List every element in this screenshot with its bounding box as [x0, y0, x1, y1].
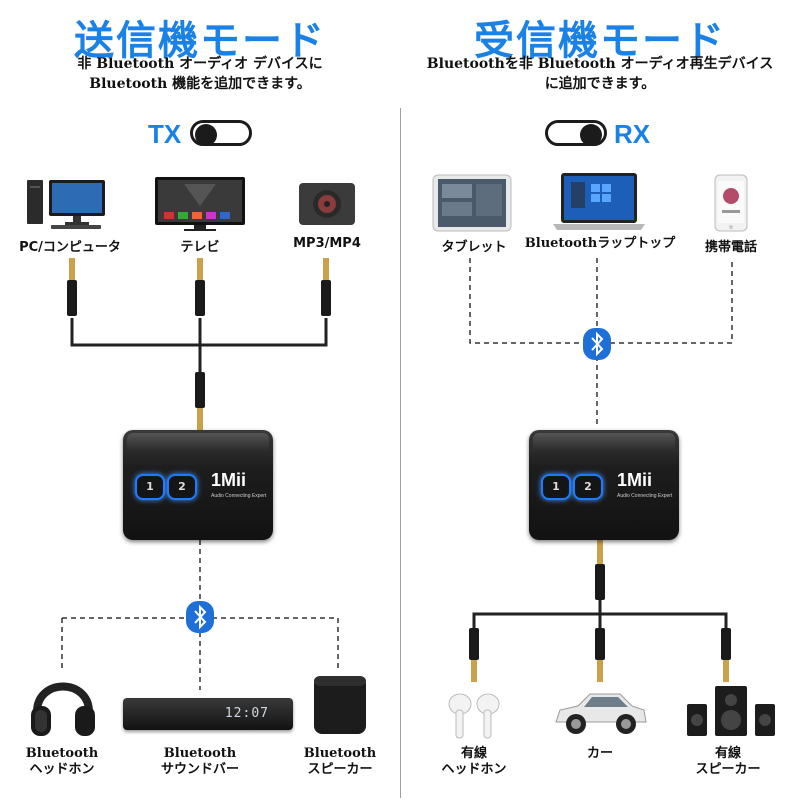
bluetooth-icon	[186, 601, 214, 633]
output-label-speaker-system: 有線 スピーカー	[668, 746, 788, 778]
rx-switch-knob	[580, 124, 602, 146]
center-divider	[400, 108, 401, 798]
desktop-pc-icon	[27, 180, 105, 229]
output-label-car: カー	[540, 746, 660, 762]
output-label-line1: 有線	[460, 746, 487, 761]
output-label-line1: 有線	[714, 746, 741, 761]
soundbar-icon: 12:07	[123, 698, 293, 730]
bluetooth-transmitter-device: 1 2 1Mii Audio Connecting Expert	[123, 430, 273, 540]
receiver-desc-line1: Bluetoothを非 Bluetooth オーディオ再生デバイス	[426, 56, 774, 72]
device-button-1[interactable]: 1	[135, 474, 165, 500]
output-label-line2: カー	[586, 746, 613, 761]
soundbar-display: 12:07	[224, 706, 269, 721]
rx-output-cables	[472, 600, 728, 628]
receiver-desc-line2: に追加できます。	[544, 76, 656, 92]
output-label-line2: ヘッドホン	[29, 762, 95, 777]
rx-label: RX	[614, 119, 651, 149]
source-label-phone: 携帯電話	[704, 240, 757, 255]
output-label-earphones: 有線 ヘッドホン	[414, 746, 534, 778]
output-label-speaker: Bluetooth スピーカー	[280, 746, 400, 778]
device-button-2[interactable]: 2	[167, 474, 197, 500]
receiver-mode-title: 受信機モード	[474, 18, 726, 64]
output-label-soundbar: Bluetooth サウンドバー	[140, 746, 260, 778]
car-icon	[555, 693, 647, 734]
output-label-line2: サウンドバー	[160, 762, 239, 777]
source-label-mp3: MP3/MP4	[293, 236, 361, 251]
brand-tagline: Audio Connecting Expert	[617, 493, 673, 499]
transmitter-description: 非 Bluetooth オーディオ デバイスに Bluetooth 機能を追加で…	[0, 54, 400, 94]
bluetooth-icon	[583, 328, 611, 360]
brand-logo: 1Mii	[211, 470, 247, 490]
rx-switch[interactable]	[545, 120, 607, 146]
transmitter-mode-title: 送信機モード	[74, 18, 326, 64]
output-label-line2: スピーカー	[307, 762, 373, 777]
earphones-icon	[448, 693, 500, 739]
speaker-system-icon	[687, 686, 775, 736]
speaker-icon	[314, 676, 366, 734]
device-button-1[interactable]: 1	[541, 474, 571, 500]
source-label-tablet: タブレット	[441, 240, 507, 255]
aux-jacks	[67, 258, 731, 682]
device-button-1-label: 1	[146, 480, 154, 493]
brand-logo: 1Mii	[617, 470, 653, 490]
source-label-laptop: Bluetoothラップトップ	[524, 236, 676, 251]
tablet-icon	[432, 174, 512, 232]
output-label-headphones: Bluetooth ヘッドホン	[0, 746, 124, 778]
transmitter-desc-line1: 非 Bluetooth オーディオ デバイスに	[77, 56, 323, 72]
output-label-line1: Bluetooth	[163, 746, 237, 761]
bluetooth-receiver-device: 1 2 1Mii Audio Connecting Expert	[529, 430, 679, 540]
television-icon	[155, 177, 245, 231]
brand-tagline: Audio Connecting Expert	[211, 493, 267, 499]
rx-input-dashed-lines	[469, 258, 733, 428]
tx-input-cables	[70, 318, 328, 372]
output-label-line1: Bluetooth	[25, 746, 99, 761]
tx-output-dashed-lines	[61, 540, 339, 690]
receiver-description: Bluetoothを非 Bluetooth オーディオ再生デバイス に追加できま…	[400, 54, 800, 94]
device-button-2[interactable]: 2	[573, 474, 603, 500]
tx-switch-knob	[195, 124, 217, 146]
device-button-1-label: 1	[552, 480, 560, 493]
tx-label: TX	[148, 119, 182, 149]
mobile-phone-icon	[714, 174, 748, 232]
device-button-2-label: 2	[584, 480, 592, 493]
source-label-pc: PC/コンピュータ	[19, 240, 121, 255]
mp3-player-icon	[299, 183, 355, 225]
headphones-icon	[31, 682, 95, 736]
output-label-line1: Bluetooth	[303, 746, 377, 761]
laptop-icon	[553, 173, 645, 230]
device-top-surface	[533, 433, 675, 451]
device-top-surface	[127, 433, 269, 451]
output-label-line2: スピーカー	[695, 762, 761, 777]
device-button-2-label: 2	[178, 480, 186, 493]
output-label-line2: ヘッドホン	[441, 762, 507, 777]
transmitter-desc-line2: Bluetooth 機能を追加できます。	[89, 76, 311, 92]
source-label-tv: テレビ	[180, 240, 220, 255]
tx-switch[interactable]	[190, 120, 252, 146]
